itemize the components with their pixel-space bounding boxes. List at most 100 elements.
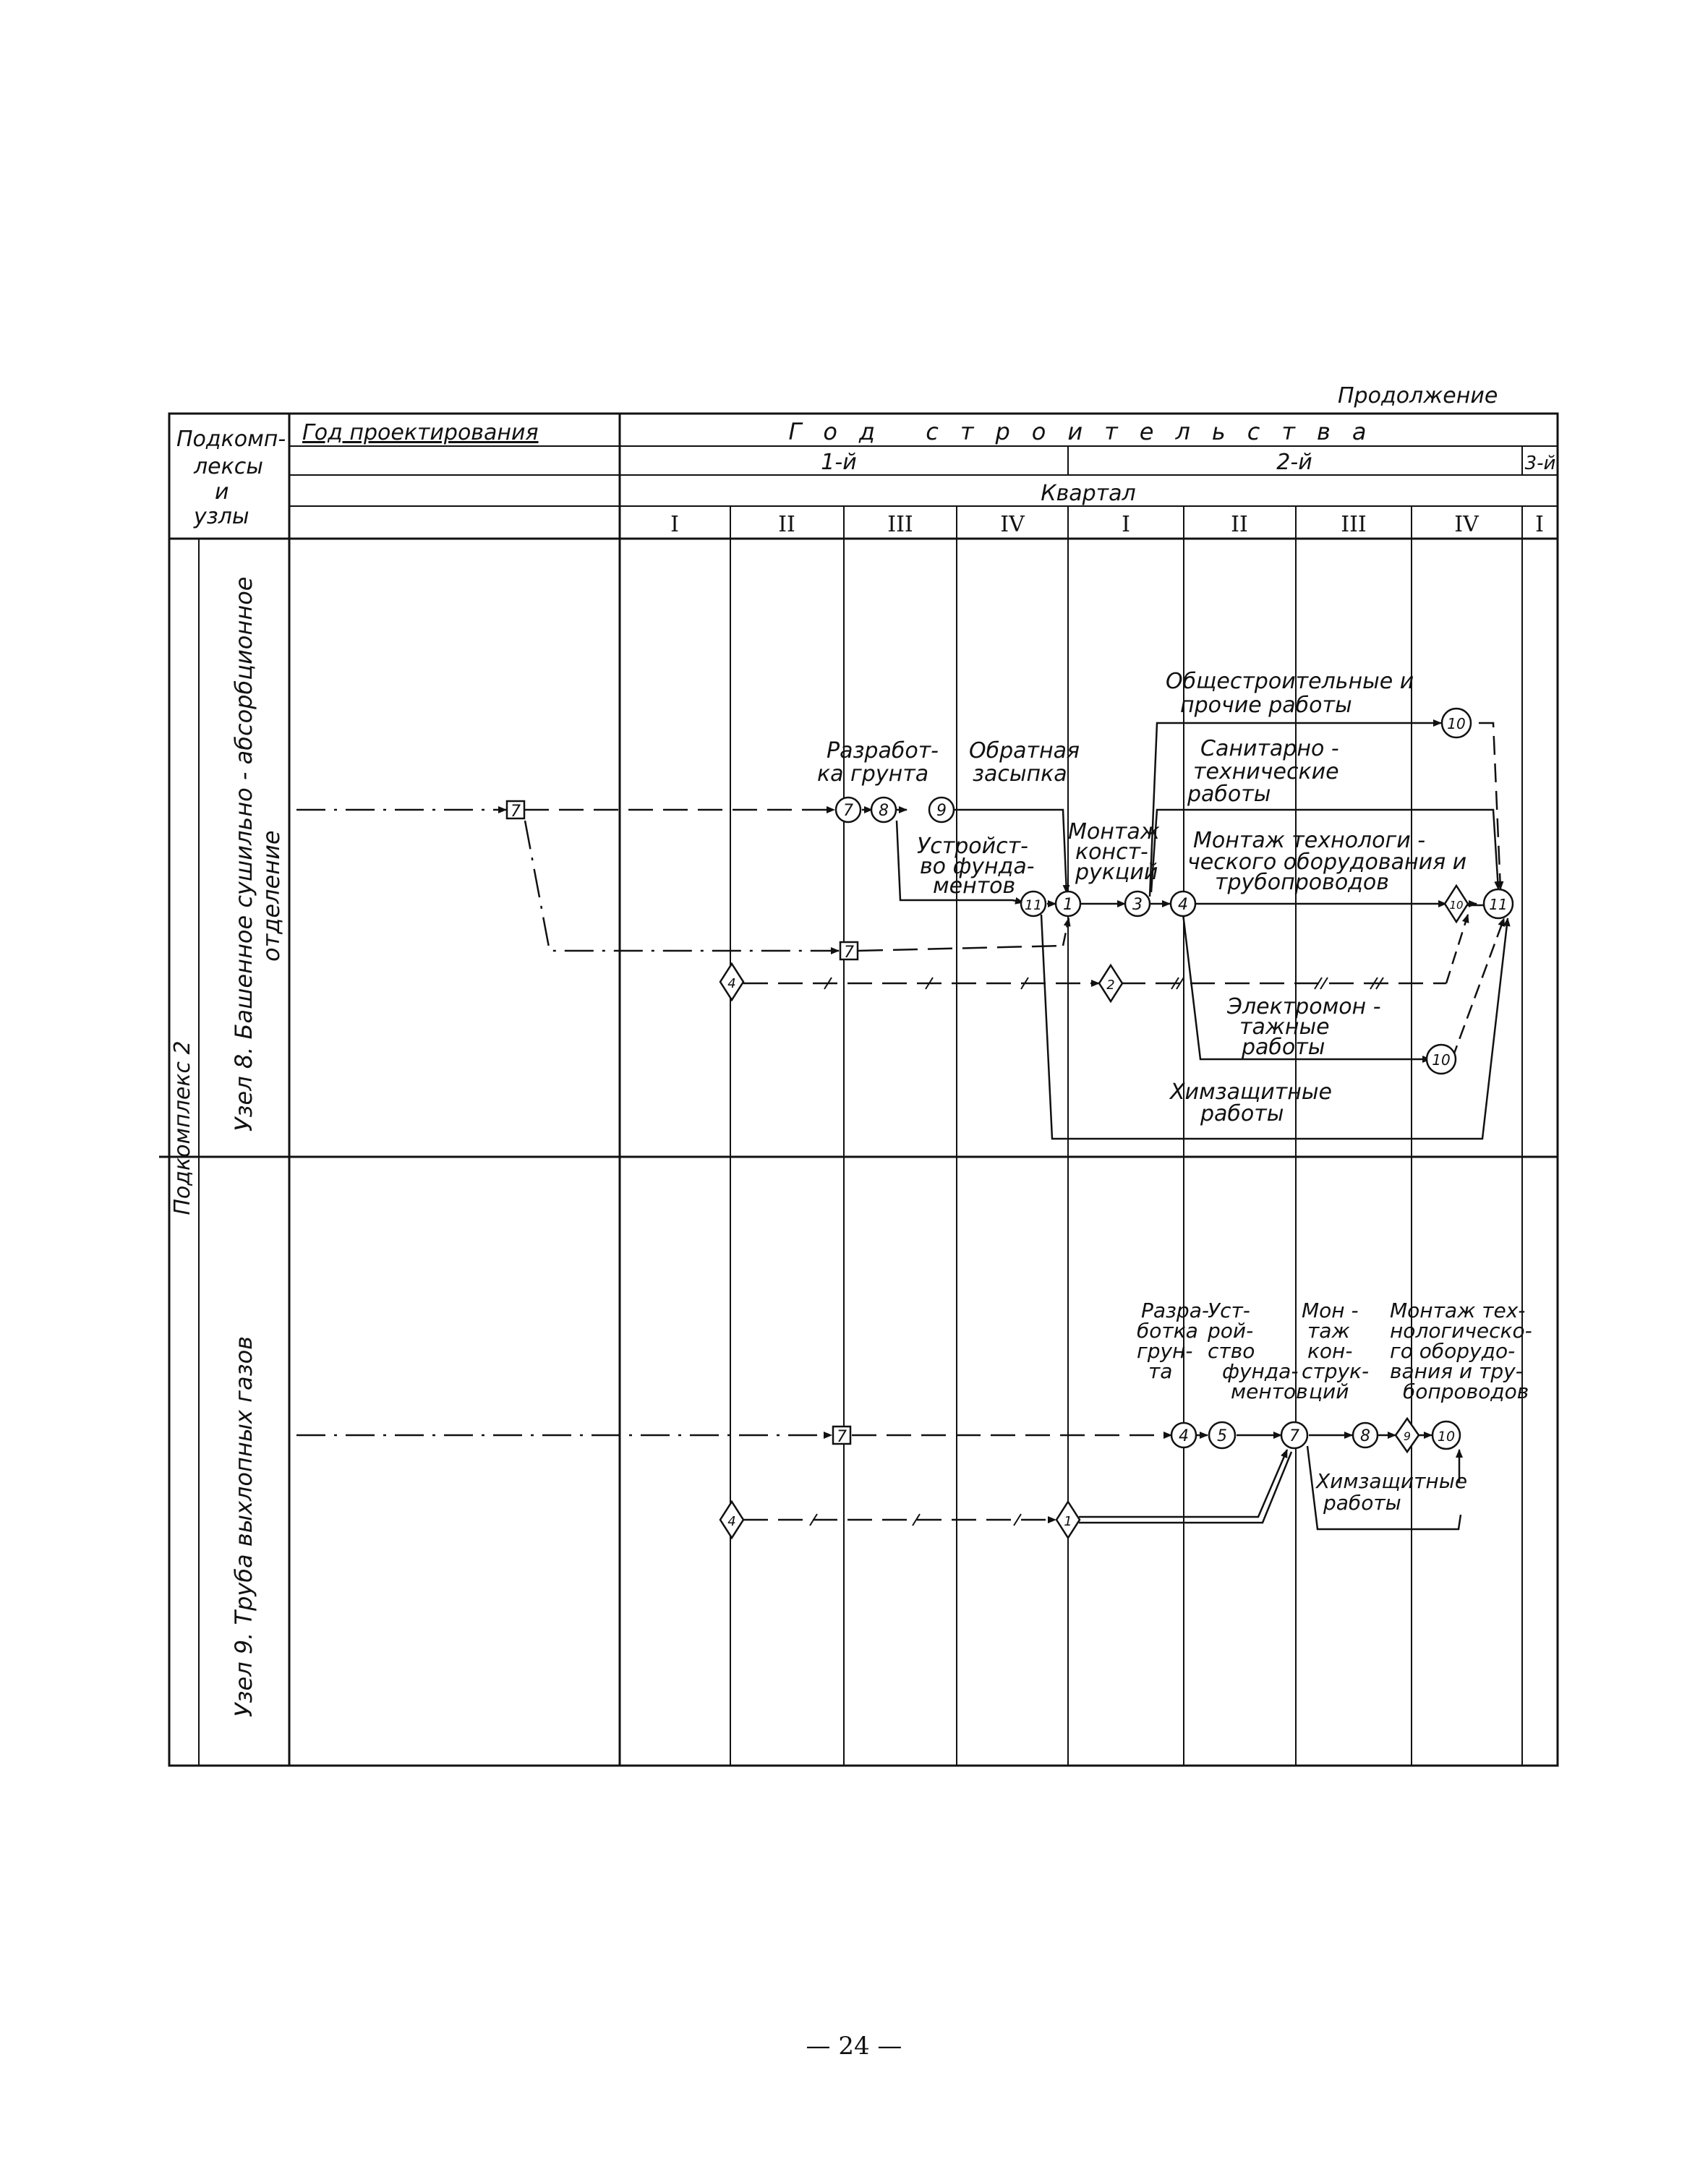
node9-network bbox=[296, 1432, 1463, 1531]
n9-label-structures-2: таж bbox=[1307, 1319, 1350, 1343]
node8-symbols bbox=[505, 707, 1514, 1075]
n9-label-equipment-3: го оборудо- bbox=[1390, 1339, 1515, 1363]
n8-diamond-10-num: 10 bbox=[1449, 899, 1463, 912]
quarter-label-7: III bbox=[1341, 512, 1367, 537]
n9-event-7 bbox=[1280, 1421, 1309, 1450]
year-2-header: 2-й bbox=[1276, 450, 1312, 475]
n8-event-4 bbox=[1169, 890, 1197, 918]
n9-label-structures-1: Мон - bbox=[1302, 1299, 1359, 1322]
n9-event-10-num: 10 bbox=[1438, 1429, 1455, 1445]
n9-label-excavation-4: та bbox=[1148, 1359, 1172, 1383]
n8-event-10-bottom bbox=[1425, 1043, 1457, 1075]
n8-event-8 bbox=[870, 796, 897, 824]
subcomplexes-label-1: Подкомп- bbox=[176, 427, 286, 452]
n9-square-7-num: 7 bbox=[837, 1428, 847, 1446]
n9-event-10 bbox=[1431, 1420, 1461, 1450]
n8-event-11a-num: 11 bbox=[1025, 897, 1042, 913]
quarter-label-3: III bbox=[887, 512, 913, 537]
n9-event-5-num: 5 bbox=[1217, 1427, 1227, 1445]
n9-label-foundation-5: ментов bbox=[1231, 1380, 1308, 1403]
n9-label-structures-3: кон- bbox=[1307, 1339, 1352, 1363]
n8-label-equipment-3: трубопроводов bbox=[1215, 870, 1389, 895]
n8-event-7 bbox=[834, 796, 862, 824]
n8-label-sanitary-2: технические bbox=[1193, 759, 1339, 784]
n8-square-mid-num: 7 bbox=[844, 944, 854, 962]
node9-labels: Разра- ботка грун- та Уст- рой- ство фун… bbox=[1137, 1299, 1532, 1515]
continuation-label: Продолжение bbox=[1338, 383, 1498, 409]
node-8-label-line2: отделение bbox=[257, 830, 285, 962]
n8-diamond-2 bbox=[1098, 963, 1124, 1004]
n9-diamond-4 bbox=[719, 1500, 745, 1540]
row-labels: Подкомплекс 2 Узел 8. Башенное сушильно … bbox=[170, 577, 285, 1717]
n8-event-11-end-num: 11 bbox=[1489, 896, 1507, 913]
node9-symbol-numbers: 7 4 1 9 4 5 7 8 10 bbox=[727, 1427, 1455, 1529]
node9-symbols bbox=[719, 1416, 1461, 1540]
node8-tick-marks bbox=[824, 977, 1384, 990]
quarter-label-2: II bbox=[778, 512, 795, 537]
quarter-label-5: I bbox=[1122, 512, 1130, 537]
n8-label-structures-2: конст- bbox=[1075, 839, 1148, 865]
n8-event-11-end bbox=[1482, 888, 1514, 920]
n9-label-equipment-1: Монтаж тех- bbox=[1390, 1299, 1525, 1322]
n9-event-8 bbox=[1352, 1421, 1379, 1449]
n8-label-foundation-2: во фунда- bbox=[920, 854, 1035, 879]
n8-label-chemical-2: работы bbox=[1200, 1101, 1284, 1126]
n8-square-mid bbox=[839, 941, 859, 961]
n9-label-foundation-1: Уст- bbox=[1208, 1299, 1250, 1322]
n8-label-sanitary-3: работы bbox=[1187, 782, 1271, 807]
n8-label-equipment-1: Монтаж технологи - bbox=[1193, 828, 1425, 853]
n9-label-excavation-3: грун- bbox=[1137, 1339, 1192, 1363]
n8-event-8-num: 8 bbox=[879, 802, 889, 820]
n8-label-electrical-1: Электромон - bbox=[1226, 994, 1381, 1019]
n8-label-sanitary-1: Санитарно - bbox=[1200, 736, 1339, 761]
n9-label-structures-4: струк- bbox=[1302, 1359, 1369, 1383]
n9-diamond-9-num: 9 bbox=[1404, 1429, 1411, 1443]
quarter-label-9: I bbox=[1535, 512, 1544, 537]
n9-label-structures-5: ций bbox=[1309, 1380, 1349, 1403]
n8-event-4-num: 4 bbox=[1178, 896, 1188, 914]
quarter-label-1: I bbox=[670, 512, 679, 537]
n9-event-5 bbox=[1208, 1421, 1237, 1450]
n8-label-general-2: прочие работы bbox=[1180, 693, 1352, 718]
n8-diamond-2-num: 2 bbox=[1106, 978, 1114, 993]
n8-event-3 bbox=[1124, 890, 1151, 918]
header: Подкомп- лексы и узлы Год проектирования… bbox=[176, 418, 1555, 537]
n9-diamond-4-num: 4 bbox=[727, 1514, 735, 1529]
n9-label-excavation-2: ботка bbox=[1137, 1319, 1198, 1343]
node8-labels: Общестроительные и прочие работы Разрабо… bbox=[817, 669, 1466, 1126]
n8-event-3-num: 3 bbox=[1132, 896, 1143, 914]
year-1-header: 1-й bbox=[821, 450, 856, 475]
n8-label-chemical-1: Химзащитные bbox=[1169, 1079, 1332, 1105]
node9-tick-marks bbox=[809, 1513, 1022, 1526]
subcomplexes-label-4: узлы bbox=[193, 504, 249, 529]
subcomplexes-label-2: лексы bbox=[193, 454, 263, 479]
n9-event-4 bbox=[1170, 1421, 1197, 1449]
n9-label-equipment-4: вания и тру- bbox=[1390, 1359, 1523, 1383]
n8-square-top-num: 7 bbox=[511, 803, 521, 821]
subcomplex-2-label: Подкомплекс 2 bbox=[170, 1040, 195, 1215]
n8-event-7-num: 7 bbox=[843, 802, 853, 820]
n9-event-4-num: 4 bbox=[1179, 1427, 1189, 1445]
n8-label-excavation-2: ка грунта bbox=[817, 761, 928, 787]
quarter-grid bbox=[730, 506, 1523, 1766]
n9-label-foundation-2: рой- bbox=[1207, 1319, 1253, 1343]
n9-diamond-1-num: 1 bbox=[1064, 1514, 1072, 1529]
construction-year-header: Год строительства bbox=[789, 418, 1388, 445]
n8-label-backfill-2: засыпка bbox=[973, 761, 1067, 787]
n9-diamond-9 bbox=[1394, 1416, 1420, 1454]
n9-label-foundation-4: фунда- bbox=[1222, 1359, 1298, 1383]
n8-label-equipment-2: ческого оборудования и bbox=[1187, 850, 1466, 875]
year-3-header: 3-й bbox=[1525, 453, 1556, 474]
subcomplexes-label-3: и bbox=[215, 479, 229, 505]
n8-event-10-top-num: 10 bbox=[1447, 715, 1465, 732]
n8-label-structures-3: рукций bbox=[1075, 860, 1158, 885]
n8-diamond-4-num: 4 bbox=[727, 976, 735, 991]
n9-label-equipment-2: нологическо- bbox=[1390, 1319, 1532, 1343]
n9-event-7-num: 7 bbox=[1289, 1427, 1299, 1445]
n9-label-excavation-1: Разра- bbox=[1141, 1299, 1209, 1322]
n8-event-9-num: 9 bbox=[936, 802, 947, 820]
n9-event-8-num: 8 bbox=[1360, 1427, 1370, 1445]
n8-event-10-bottom-num: 10 bbox=[1432, 1051, 1450, 1069]
n8-label-electrical-2: тажные bbox=[1239, 1014, 1330, 1040]
quarter-header: Квартал bbox=[1041, 481, 1135, 506]
